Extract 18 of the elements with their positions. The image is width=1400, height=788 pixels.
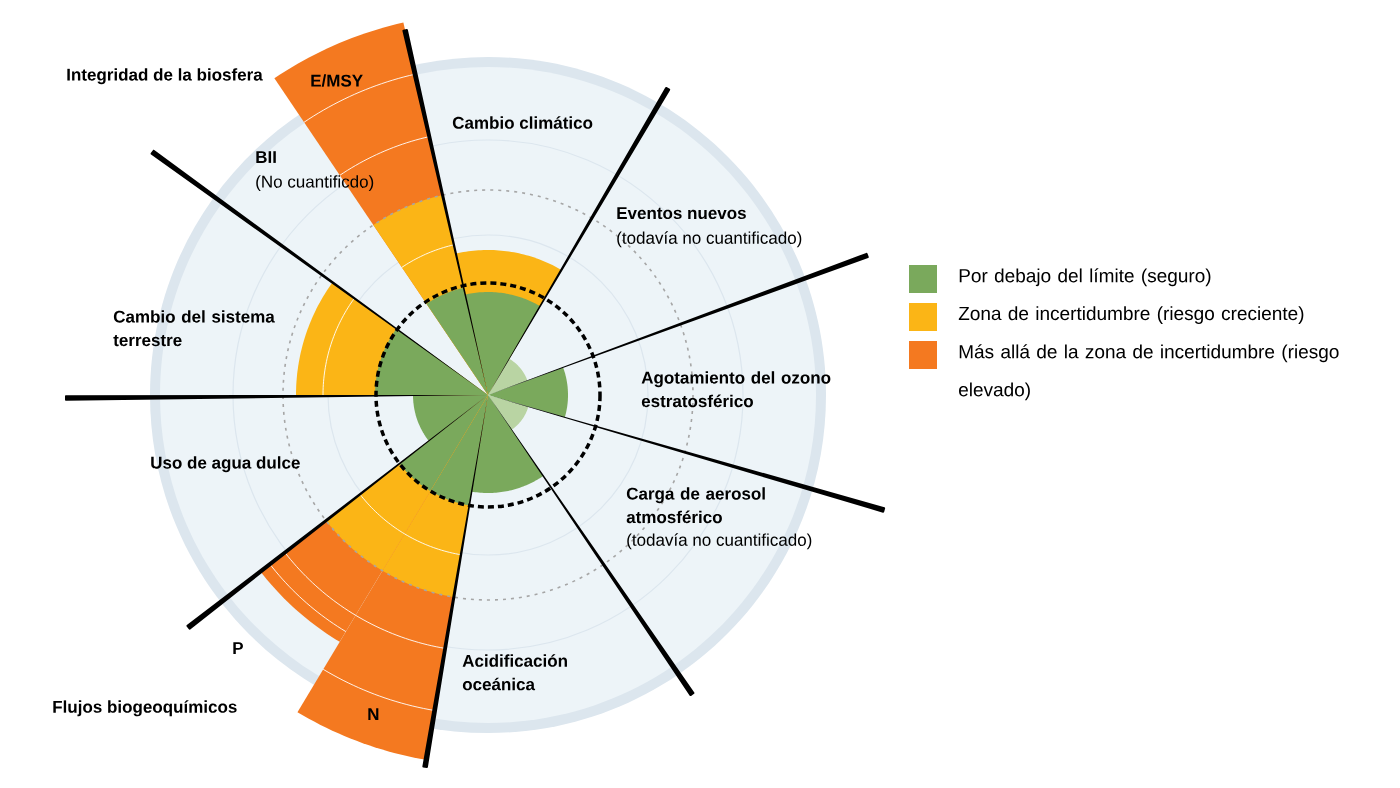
note-text: (todavía no cuantificado) xyxy=(627,533,812,550)
boundary-label: Flujos biogeoquímicos xyxy=(53,700,237,717)
boundary-label: Carga de aerosol atmosférico xyxy=(626,487,765,524)
boundary-label: Uso de agua dulce xyxy=(151,456,300,473)
legend-label: Más allá de la zona de incertidumbre (riesgo elevado) xyxy=(959,344,1339,401)
boundary-label: P xyxy=(233,642,243,654)
boundary-label: Cambio climático xyxy=(452,116,593,129)
boundary-label: N xyxy=(368,708,379,720)
boundary-label: Acidificación oceánica xyxy=(462,654,567,691)
legend-label: Zona de incertidumbre (riesgo creciente) xyxy=(958,306,1304,324)
legend-label: Por debajo del límite (seguro) xyxy=(959,268,1211,287)
note-text: (todavía no cuantificado) xyxy=(617,231,802,248)
boundary-label: BII xyxy=(256,151,276,163)
boundary-label: Agotamiento del ozono estratosférico xyxy=(641,371,831,408)
boundary-label: Eventos nuevos xyxy=(617,207,746,220)
boundary-label: Integridad de la biosfera xyxy=(67,68,263,85)
boundary-label: E/MSY xyxy=(311,74,363,87)
boundary-label: Cambio del sistema terrestre xyxy=(113,310,275,347)
